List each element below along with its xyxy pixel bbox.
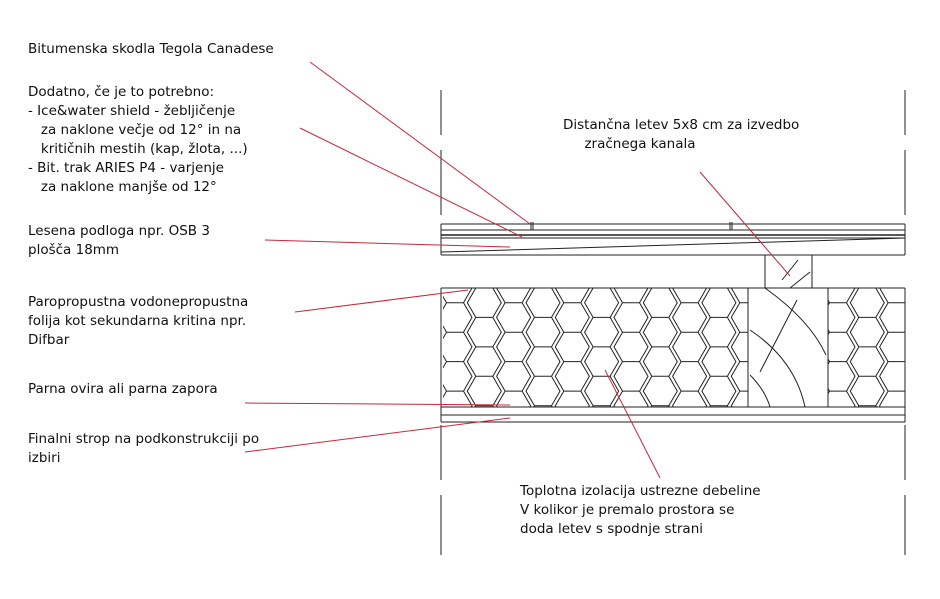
batten-grain — [789, 271, 811, 289]
leader-line-osb — [264, 239, 511, 248]
leader-line-vapor — [244, 402, 511, 406]
label-optional-layers: Dodatno, če je to potrebno: - Ice&water … — [28, 84, 248, 195]
leader-line-shingle — [309, 61, 531, 225]
insulation-hex-pattern — [828, 288, 905, 407]
batten-grain — [781, 259, 799, 281]
rafter-grain — [749, 287, 827, 408]
label-batten: Distančna letev 5x8 cm za izvedbo zračne… — [563, 117, 800, 152]
label-insulation: Toplotna izolacija ustrezne debeline V k… — [520, 483, 761, 537]
label-osb: Lesena podloga npr. OSB 3 plošča 18mm — [28, 223, 210, 258]
leader-line-optional — [299, 127, 523, 238]
label-shingle: Bitumenska skodla Tegola Canadese — [28, 41, 274, 57]
label-ceiling: Finalni strop na podkonstrukciji po izbi… — [28, 431, 260, 466]
osb-slope-line — [440, 237, 906, 253]
leader-line-batten — [699, 171, 791, 277]
label-membrane: Paropropustna vodonepropustna folija kot… — [28, 294, 249, 348]
leader-line-membrane — [294, 289, 469, 313]
insulation-hex-pattern — [443, 288, 748, 407]
label-vapor-barrier: Parna ovira ali parna zapora — [28, 381, 218, 397]
leader-line-ceiling — [244, 417, 511, 453]
leader-line-insulation — [604, 369, 661, 479]
